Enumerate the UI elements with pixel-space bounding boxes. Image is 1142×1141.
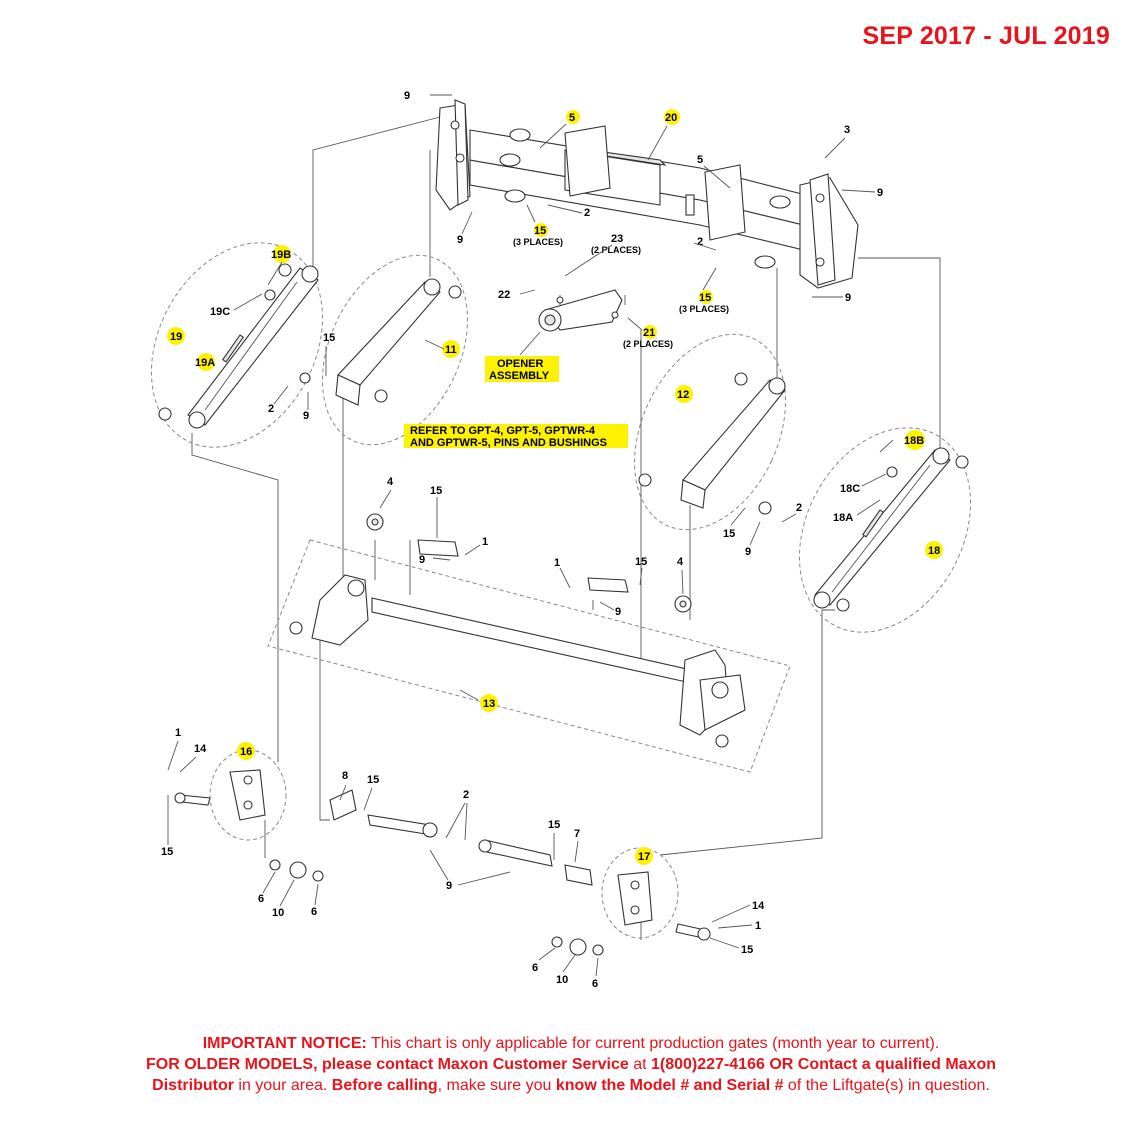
callout-1: 1 (755, 920, 761, 932)
important-notice: IMPORTANT NOTICE: This chart is only app… (40, 1033, 1102, 1096)
callout-18b: 18B (904, 435, 924, 447)
opener-assembly (538, 289, 623, 332)
callout-15: 15 (161, 846, 173, 858)
callout-9: 9 (303, 410, 309, 422)
callout-15: 15 (723, 528, 735, 540)
callout-6: 6 (311, 906, 317, 918)
notice-label: Distributor (152, 1077, 234, 1094)
callout-15: 15 (635, 556, 647, 568)
callout-15: 15 (741, 944, 753, 956)
callout-18a: 18A (833, 512, 853, 524)
callout-9: 9 (745, 546, 751, 558)
callouts: 9 5 20 3 5 9 9 2 15 (3 PLACES) 23 (2 PLA… (161, 90, 943, 990)
arm-18 (813, 447, 969, 612)
callout-21: 21 (643, 327, 655, 339)
callout-4: 4 (677, 556, 684, 568)
callout-14: 14 (194, 743, 207, 755)
callout-2: 2 (584, 207, 590, 219)
callout-1: 1 (175, 727, 181, 739)
main-frame-assembly (435, 99, 859, 289)
callout-15: 15 (367, 774, 379, 786)
callout-5: 5 (569, 112, 575, 124)
callout-8: 8 (342, 770, 348, 782)
callout-10: 10 (556, 974, 568, 986)
callout-1: 1 (482, 536, 488, 548)
callout-15-note: (3 PLACES) (679, 304, 729, 314)
callout-20: 20 (665, 112, 677, 124)
arm-12 (638, 372, 786, 515)
opener-assembly-label: ASSEMBLY (489, 370, 550, 382)
callout-14: 14 (752, 900, 765, 912)
callout-9: 9 (457, 234, 463, 246)
callout-15: 15 (430, 485, 442, 497)
callout-15: 15 (323, 332, 335, 344)
notice-text: This chart is only applicable for curren… (366, 1035, 940, 1052)
callout-19b: 19B (271, 249, 291, 261)
callout-15: 15 (699, 292, 711, 304)
callout-6: 6 (592, 978, 598, 990)
callout-17: 17 (638, 851, 650, 863)
exploded-parts-diagram: 9 5 20 3 5 9 9 2 15 (3 PLACES) 23 (2 PLA… (150, 90, 972, 990)
leader-lines (167, 123, 894, 977)
callout-15: 15 (548, 819, 560, 831)
callout-9: 9 (419, 554, 425, 566)
callout-6: 6 (532, 962, 538, 974)
callout-5: 5 (697, 154, 703, 166)
callout-19a: 19A (195, 357, 215, 369)
callout-9: 9 (615, 606, 621, 618)
callout-9: 9 (877, 187, 883, 199)
notice-text: at (628, 1056, 651, 1073)
callout-19c: 19C (210, 306, 230, 318)
callout-18: 18 (928, 545, 940, 557)
callout-2: 2 (268, 403, 274, 415)
date-range-header: SEP 2017 - JUL 2019 (862, 22, 1110, 50)
notice-text: in your area. (233, 1077, 332, 1094)
torsion-tube-assembly (289, 513, 746, 748)
callout-9: 9 (845, 292, 851, 304)
refer-note: REFER TO GPT-4, GPT-5, GPTWR-4 (410, 425, 596, 437)
arm-11 (299, 278, 462, 406)
notice-label: IMPORTANT NOTICE: (202, 1035, 367, 1052)
callout-7: 7 (574, 828, 580, 840)
callout-2: 2 (697, 236, 703, 248)
callout-4: 4 (387, 476, 394, 488)
notice-label: Before calling (331, 1077, 438, 1094)
callout-1: 1 (554, 557, 560, 569)
opener-assembly-label: OPENER (497, 358, 544, 370)
callout-2: 2 (796, 502, 802, 514)
callout-10: 10 (272, 907, 284, 919)
callout-13: 13 (483, 698, 495, 710)
notice-text: , make sure you (437, 1077, 556, 1094)
arm-19 (158, 263, 319, 429)
notice-text: of the Liftgate(s) in question. (783, 1077, 990, 1094)
refer-note: AND GPTWR-5, PINS AND BUSHINGS (410, 437, 607, 449)
callout-21-note: (2 PLACES) (623, 339, 673, 349)
callout-18c: 18C (840, 483, 860, 495)
callout-15-note: (3 PLACES) (513, 237, 563, 247)
callout-2: 2 (463, 789, 469, 801)
callout-9: 9 (404, 90, 410, 102)
callout-3: 3 (844, 124, 850, 136)
callout-9: 9 (446, 880, 452, 892)
callout-16: 16 (240, 746, 252, 758)
callout-6: 6 (258, 893, 264, 905)
callout-19: 19 (170, 331, 182, 343)
notice-label: know the Model # and Serial # (555, 1077, 784, 1094)
callout-23: 23 (611, 233, 623, 245)
lower-hardware (174, 769, 711, 956)
callout-15: 15 (534, 225, 546, 237)
notice-phone: 1(800)227-4166 OR Contact a qualified Ma… (651, 1056, 996, 1073)
callout-11: 11 (445, 344, 457, 356)
callout-12: 12 (677, 389, 689, 401)
callout-23-note: (2 PLACES) (591, 245, 641, 255)
callout-22: 22 (498, 289, 510, 301)
notice-label: FOR OLDER MODELS, please contact Maxon C… (145, 1056, 629, 1073)
